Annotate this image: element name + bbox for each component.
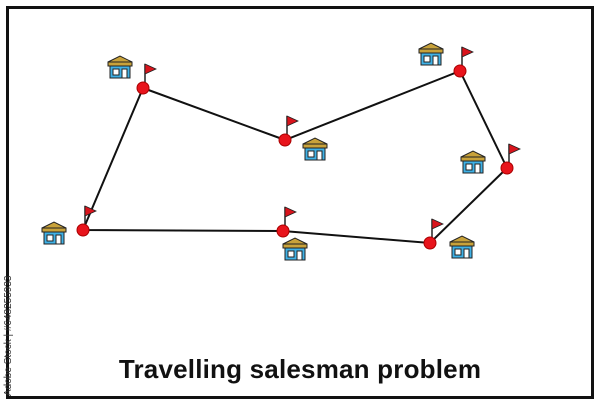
- flag-icon: [508, 143, 521, 165]
- house-icon: [460, 150, 486, 174]
- city-dot: [76, 223, 90, 237]
- flag-icon: [286, 115, 299, 137]
- house-icon: [449, 235, 475, 259]
- house-icon: [282, 237, 308, 261]
- diagram-caption: Travelling salesman problem: [118, 354, 482, 384]
- diagram-frame: [6, 6, 594, 399]
- city-dot: [500, 161, 514, 175]
- city-dot: [453, 64, 467, 78]
- city-dot: [278, 133, 292, 147]
- side-credit: Adobe Stock | #648255933: [1, 248, 17, 398]
- flag-icon: [284, 206, 297, 228]
- flag-icon: [144, 63, 157, 85]
- flag-icon: [461, 46, 474, 68]
- tour-route: [81, 69, 509, 245]
- house-icon: [418, 42, 444, 66]
- house-icon: [107, 55, 133, 79]
- side-credit-text: Adobe Stock | #648255933: [3, 275, 14, 396]
- house-icon: [41, 221, 67, 245]
- city-dot: [423, 236, 437, 250]
- city-dot: [276, 224, 290, 238]
- city-dot: [136, 81, 150, 95]
- house-icon: [302, 137, 328, 161]
